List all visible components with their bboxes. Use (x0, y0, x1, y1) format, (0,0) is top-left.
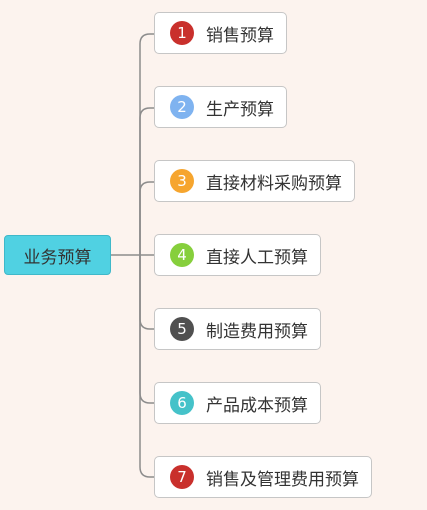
number-badge-4: 4 (170, 243, 194, 267)
node-label-2: 生产预算 (206, 99, 274, 120)
number-badge-3: 3 (170, 169, 194, 193)
branch-7 (139, 255, 154, 478)
branch-2 (139, 107, 154, 255)
number-badge-7: 7 (170, 465, 194, 489)
number-badge-6: 6 (170, 391, 194, 415)
node-label-1: 销售预算 (206, 25, 274, 46)
node-4[interactable]: 4 直接人工预算 (154, 234, 321, 276)
branch-3 (139, 181, 154, 255)
node-label-6: 产品成本预算 (206, 395, 308, 416)
node-2[interactable]: 2 生产预算 (154, 86, 287, 128)
node-5[interactable]: 5 制造费用预算 (154, 308, 321, 350)
node-label-4: 直接人工预算 (206, 247, 308, 268)
node-1[interactable]: 1 销售预算 (154, 12, 287, 54)
node-label-7: 销售及管理费用预算 (206, 469, 359, 490)
root-node[interactable]: 业务预算 (4, 235, 111, 275)
branch-1 (139, 33, 154, 255)
node-6[interactable]: 6 产品成本预算 (154, 382, 321, 424)
number-badge-5: 5 (170, 317, 194, 341)
node-label-5: 制造费用预算 (206, 321, 308, 342)
node-label-3: 直接材料采购预算 (206, 173, 342, 194)
root-label: 业务预算 (23, 247, 92, 268)
branch-5 (139, 255, 154, 330)
number-badge-1: 1 (170, 21, 194, 45)
number-badge-2: 2 (170, 95, 194, 119)
node-7[interactable]: 7 销售及管理费用预算 (154, 456, 372, 498)
node-3[interactable]: 3 直接材料采购预算 (154, 160, 355, 202)
